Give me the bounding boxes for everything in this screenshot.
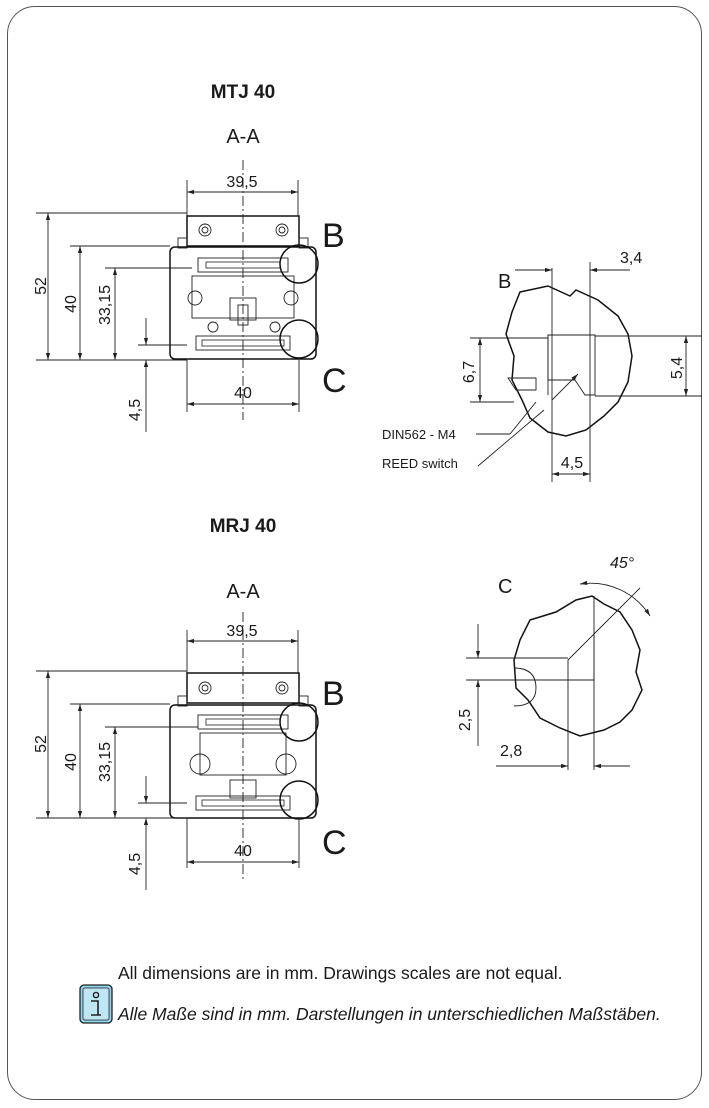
detail-c-dim-bottom: 2,8 — [500, 743, 522, 760]
mrj-dim-offset: 4,5 — [127, 853, 144, 875]
mtj-marker-b: B — [322, 217, 345, 255]
mtj-cross-section — [169, 160, 319, 420]
detail-b-label: B — [498, 271, 511, 293]
mtj-dim-height-axis: 33,15 — [97, 285, 114, 325]
detail-b-callout-thread: DIN562 - M4 — [382, 427, 456, 442]
note-german: Alle Maße sind in mm. Darstellungen in u… — [118, 1004, 661, 1024]
mrj-dim-height-body: 40 — [63, 753, 80, 771]
mrj-dim-height-total: 52 — [33, 735, 50, 753]
mtj-dim-height-total: 52 — [33, 277, 50, 295]
mtj-view-label: A-A — [226, 126, 260, 148]
detail-b-dim-left: 6,7 — [461, 361, 478, 383]
detail-c-angle: 45° — [610, 555, 635, 572]
mtj-dim-bottom-width: 40 — [234, 385, 252, 402]
detail-b-dim-right: 5,4 — [669, 357, 686, 379]
detail-b-dim-top: 3,4 — [620, 250, 642, 267]
detail-c: C 45° 2,5 2,8 — [457, 555, 651, 770]
mrj-marker-b: B — [322, 675, 345, 713]
mtj-dim-offset: 4,5 — [127, 399, 144, 421]
note-english: All dimensions are in mm. Drawings scale… — [118, 963, 563, 983]
mrj-cross-section — [169, 612, 319, 880]
detail-b-callout-switch: REED switch — [382, 456, 458, 471]
mtj-dim-top-width: 39,5 — [226, 174, 257, 191]
mrj-view-label: A-A — [226, 581, 260, 603]
mtj-marker-c: C — [322, 362, 347, 400]
detail-c-dim-left: 2,5 — [457, 709, 474, 731]
detail-b-dim-bottom: 4,5 — [561, 455, 583, 472]
detail-b: B 3,4 6,7 5,4 4,5 DIN562 - M4 REED switc… — [382, 250, 702, 482]
mrj-dim-top-width: 39,5 — [226, 623, 257, 640]
mtj-section: MTJ 40 A-A 39,5 — [33, 82, 347, 432]
detail-c-label: C — [498, 576, 512, 598]
page-frame — [7, 6, 702, 1100]
mrj-dim-height-axis: 33,15 — [97, 742, 114, 782]
mrj-title: MRJ 40 — [210, 516, 277, 537]
mtj-title: MTJ 40 — [211, 82, 275, 103]
mrj-section: MRJ 40 A-A 39,5 B C — [33, 516, 347, 890]
mrj-marker-c: C — [322, 824, 347, 862]
mrj-dim-bottom-width: 40 — [234, 843, 252, 860]
info-icon — [79, 984, 113, 1024]
mtj-dim-height-body: 40 — [63, 295, 80, 313]
